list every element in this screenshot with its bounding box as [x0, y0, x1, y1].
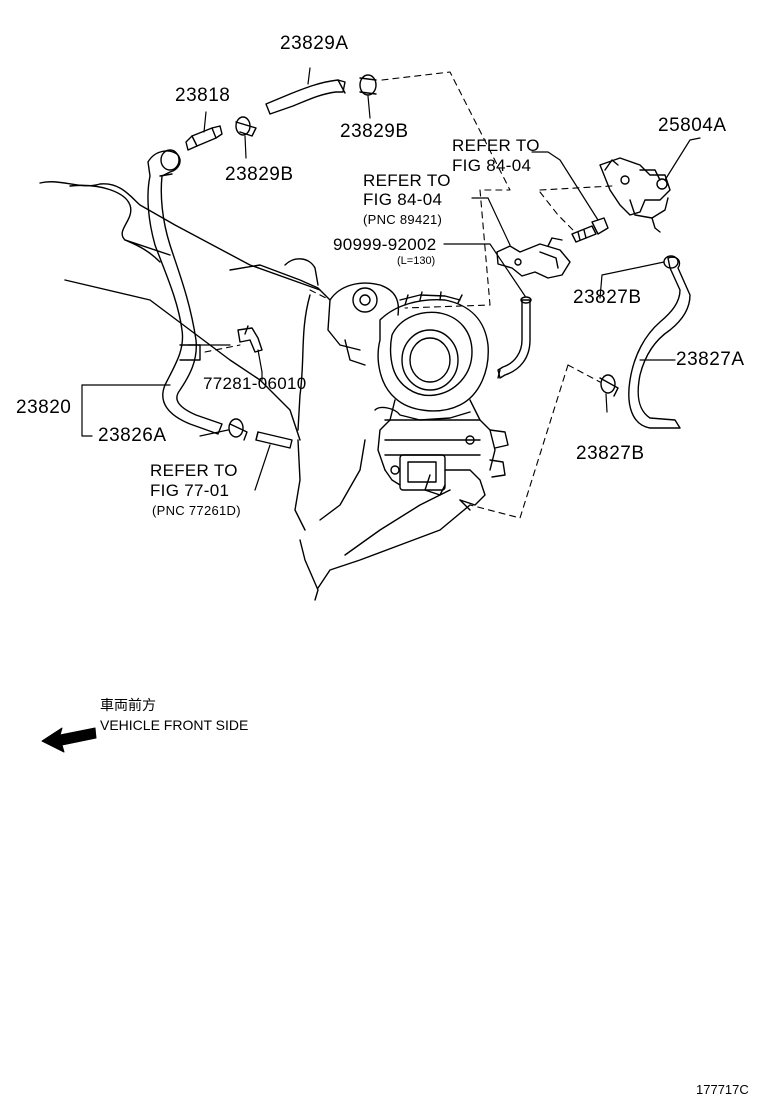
leader-lines	[81, 151, 676, 491]
part-label-23820: 23820	[16, 397, 72, 418]
part-label-23827B-bottom: 23827B	[576, 443, 645, 464]
refer-label-2-line2: FIG 84-04	[363, 190, 443, 209]
clip-23826A	[228, 418, 293, 449]
part-label-23829B-top: 23829B	[340, 121, 409, 142]
part-label-90999-92002: 90999-92002	[333, 235, 437, 254]
figure-id: 177717C	[696, 1082, 749, 1097]
front-direction-english: VEHICLE FRONT SIDE	[100, 717, 249, 733]
part-label-77281-06010: 77281-06010	[203, 374, 307, 393]
hose-23827A	[628, 255, 691, 429]
part-23818	[185, 111, 257, 159]
throttle-body	[327, 282, 509, 511]
clip-23827B-bottom	[599, 374, 619, 413]
refer-label-1-line1: REFER TO	[452, 136, 540, 155]
left-arrow-icon	[41, 727, 97, 753]
front-direction-japanese: 車両前方	[100, 697, 156, 713]
part-label-23827A: 23827A	[676, 349, 745, 370]
bolt	[571, 217, 609, 243]
refer-label-2-line1: REFER TO	[363, 171, 451, 190]
clip-23829B-top	[359, 74, 377, 119]
part-label-23827B-top: 23827B	[573, 287, 642, 308]
refer-label-3-pnc: (PNC 77261D)	[152, 503, 241, 518]
refer-label-2-pnc: (PNC 89421)	[363, 212, 443, 227]
engine-outline	[39, 181, 471, 601]
vsv-25804A	[599, 137, 701, 233]
part-label-23826A: 23826A	[98, 425, 167, 446]
dashed-lines	[204, 71, 613, 519]
part-label-23829A: 23829A	[280, 33, 349, 54]
refer-label-1-line2: FIG 84-04	[452, 156, 532, 175]
hose-23820	[147, 149, 223, 435]
refer-label-3-line1: REFER TO	[150, 461, 238, 480]
part-label-23829B-mid: 23829B	[225, 164, 294, 185]
part-label-23818: 23818	[175, 85, 231, 106]
part-label-90999-length: (L=130)	[397, 255, 436, 267]
hose-90999	[497, 296, 532, 379]
hose-23829A	[265, 67, 346, 115]
sensor-bracket	[496, 237, 571, 279]
refer-label-3-line2: FIG 77-01	[150, 481, 230, 500]
clamp-77281	[237, 325, 263, 373]
part-label-25804A: 25804A	[658, 115, 727, 136]
